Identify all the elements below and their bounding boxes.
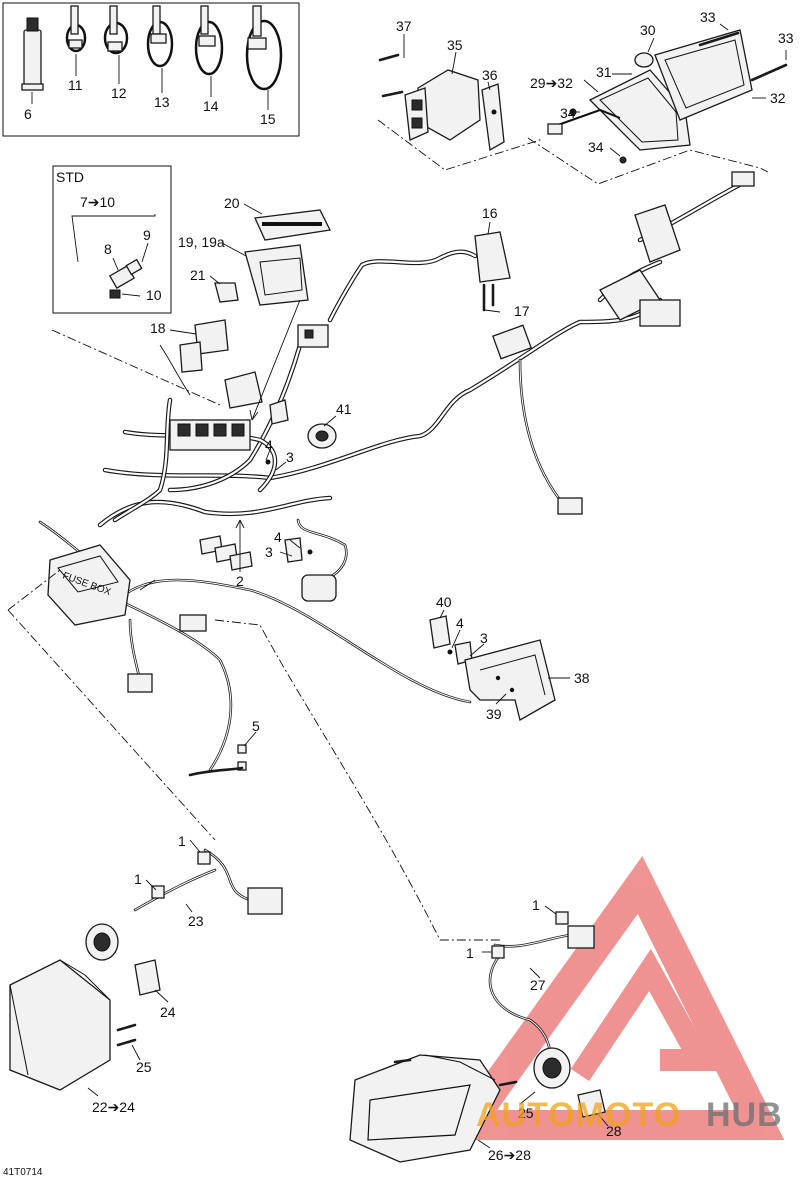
std-title: STD	[56, 169, 84, 185]
callout-17: 17	[514, 303, 530, 319]
connector-std-icon	[108, 258, 143, 299]
callout-1b: 1	[134, 871, 142, 887]
wire-tie-5	[188, 731, 257, 777]
std-range: 7➔10	[80, 194, 115, 210]
callout-24: 24	[160, 1004, 176, 1020]
watermark-text-hub: HUB	[706, 1096, 783, 1134]
callout-31: 31	[596, 64, 612, 80]
callout-1c: 1	[532, 897, 540, 913]
callout-6: 6	[24, 106, 32, 122]
callout-13: 13	[154, 94, 170, 110]
callout-25b: 25	[518, 1105, 534, 1121]
callout-28: 28	[606, 1123, 622, 1139]
callout-16: 16	[482, 205, 498, 221]
callout-32: 32	[770, 90, 786, 106]
control-module-group	[377, 34, 541, 171]
watermark-text-auto: AUTOMOTO	[476, 1096, 681, 1134]
diagram-code: 41T0714	[3, 1167, 43, 1178]
callout-40: 40	[436, 594, 452, 610]
callout-34b: 34	[588, 139, 604, 155]
callout-41: 41	[336, 401, 352, 417]
tail-light-group	[527, 23, 788, 185]
left-headlight-group	[9, 839, 283, 1097]
callout-23: 23	[188, 913, 204, 929]
leader-lines-middle	[7, 203, 501, 941]
callout-3b: 3	[265, 544, 273, 560]
callout-25a: 25	[136, 1059, 152, 1075]
callout-22: 22➔24	[92, 1099, 135, 1115]
harness-connectors	[127, 171, 755, 693]
accessories-box	[2, 2, 300, 137]
cable-tie-11-icon	[65, 5, 87, 53]
cable-tie-13-icon	[146, 5, 174, 68]
right-headlight-group	[349, 905, 609, 1163]
callout-10: 10	[146, 287, 162, 303]
callout-38: 38	[574, 670, 590, 686]
cable-tie-12-icon	[103, 5, 129, 55]
callout-33b: 33	[778, 30, 794, 46]
callout-1a: 1	[178, 833, 186, 849]
bracket-group	[429, 609, 570, 721]
std-box	[52, 165, 172, 314]
callout-20: 20	[224, 195, 240, 211]
callout-34a: 34	[560, 105, 576, 121]
fuse-box: FUSE BOX	[47, 544, 131, 626]
callout-21: 21	[190, 267, 206, 283]
cable-tie-14-icon	[194, 5, 224, 76]
callout-18: 18	[150, 320, 166, 336]
callout-12: 12	[111, 85, 127, 101]
callout-8: 8	[104, 241, 112, 257]
callout-19: 19, 19a	[178, 234, 225, 250]
callout-4a: 4	[265, 437, 273, 453]
callout-27: 27	[530, 977, 546, 993]
callout-37: 37	[396, 18, 412, 34]
callout-29: 29➔32	[530, 75, 573, 91]
callout-2: 2	[236, 573, 244, 589]
grease-tube-icon	[21, 17, 44, 91]
callout-4b: 4	[274, 529, 282, 545]
callout-30: 30	[640, 22, 656, 38]
callout-33a: 33	[700, 9, 716, 25]
watermark-logo	[438, 856, 785, 1140]
callout-15: 15	[260, 111, 276, 127]
callout-3a: 3	[286, 449, 294, 465]
callout-11: 11	[68, 77, 83, 93]
callout-14: 14	[203, 98, 219, 114]
harness-upper-components	[179, 209, 511, 571]
callout-5: 5	[252, 718, 260, 734]
callout-4c: 4	[456, 615, 464, 631]
callout-39: 39	[486, 706, 502, 722]
callout-1d: 1	[466, 945, 474, 961]
callout-35: 35	[447, 37, 463, 53]
callout-3c: 3	[480, 630, 488, 646]
callout-9: 9	[143, 227, 151, 243]
cable-tie-15-icon	[245, 5, 283, 91]
callout-36: 36	[482, 67, 498, 83]
callout-26: 26➔28	[488, 1147, 531, 1163]
